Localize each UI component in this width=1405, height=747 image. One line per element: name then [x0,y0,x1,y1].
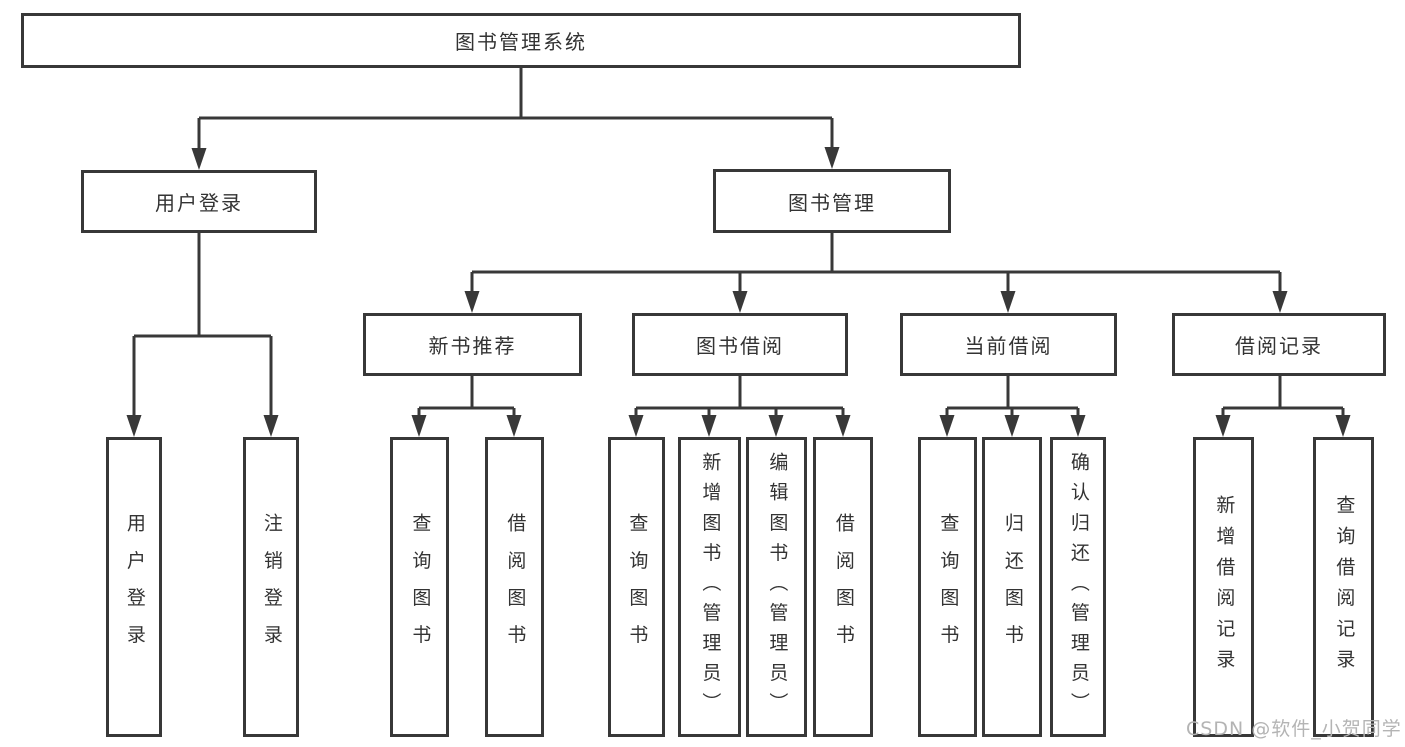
leaf-borrow-borrow-label: 借阅图书 [832,512,855,662]
leaf-borrow-query: 查询图书 [608,437,665,737]
node-book-borrow-label: 图书借阅 [696,334,784,358]
leaf-current-query: 查询图书 [918,437,977,737]
leaf-borrow-borrow: 借阅图书 [813,437,873,737]
node-user-login-label: 用户登录 [155,191,243,215]
leaf-borrow-edit-admin: 编辑图书（管理员） [746,437,807,737]
node-book-borrow: 图书借阅 [632,313,848,376]
leaf-newbook-borrow: 借阅图书 [485,437,544,737]
leaf-newbook-query: 查询图书 [390,437,449,737]
csdn-watermark: CSDN @软件_小贺同学 [1186,718,1402,740]
node-root-label: 图书管理系统 [455,30,587,54]
node-book-management: 图书管理 [713,169,951,233]
leaf-borrow-edit-admin-label: 编辑图书（管理员） [766,451,789,723]
leaf-current-return: 归还图书 [982,437,1042,737]
node-user-login: 用户登录 [81,170,317,233]
leaf-records-add: 新增借阅记录 [1193,437,1254,737]
leaf-logout: 注销登录 [243,437,299,737]
leaf-borrow-add-admin: 新增图书（管理员） [678,437,741,737]
node-new-book-recommend: 新书推荐 [363,313,582,376]
leaf-current-return-label: 归还图书 [1001,512,1024,662]
node-root: 图书管理系统 [21,13,1021,68]
node-current-borrow-label: 当前借阅 [964,334,1053,358]
leaf-records-add-label: 新增借阅记录 [1213,494,1236,680]
leaf-current-confirm-admin: 确认归还（管理员） [1050,437,1106,737]
node-current-borrow: 当前借阅 [900,313,1117,376]
leaf-borrow-query-label: 查询图书 [626,512,649,662]
node-borrow-records: 借阅记录 [1172,313,1386,376]
leaf-user-login-label: 用户登录 [123,512,146,662]
leaf-current-confirm-admin-label: 确认归还（管理员） [1067,451,1090,723]
leaf-logout-label: 注销登录 [260,512,283,662]
leaf-newbook-borrow-label: 借阅图书 [504,512,527,662]
leaf-user-login: 用户登录 [106,437,162,737]
leaf-newbook-query-label: 查询图书 [409,512,432,662]
leaf-records-query-label: 查询借阅记录 [1333,494,1356,680]
node-book-management-label: 图书管理 [788,190,876,215]
leaf-current-query-label: 查询图书 [937,512,960,662]
node-new-book-recommend-label: 新书推荐 [428,334,517,358]
leaf-records-query: 查询借阅记录 [1313,437,1374,737]
leaf-borrow-add-admin-label: 新增图书（管理员） [699,451,722,723]
node-borrow-records-label: 借阅记录 [1235,334,1323,358]
